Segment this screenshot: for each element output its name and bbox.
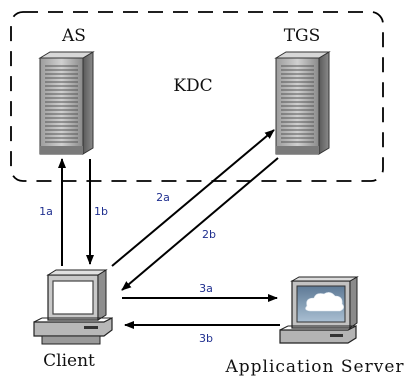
arrow-2b xyxy=(121,157,279,291)
tgs-label: TGS xyxy=(284,26,321,46)
tgs-server-icon xyxy=(274,51,331,155)
client-computer-icon xyxy=(33,269,113,345)
step-label-1a: 1a xyxy=(39,205,53,218)
as-server-icon xyxy=(38,51,95,155)
step-label-3a: 3a xyxy=(199,282,213,295)
step-label-2a: 2a xyxy=(156,191,170,204)
step-label-3b: 3b xyxy=(199,332,213,345)
client-label: Client xyxy=(43,351,95,371)
as-label: AS xyxy=(61,26,86,46)
kdc-boundary xyxy=(10,11,384,182)
step-label-1b: 1b xyxy=(94,205,108,218)
application-server-label: Application Server xyxy=(224,357,404,377)
arrow-2a xyxy=(111,129,275,267)
application-server-icon xyxy=(279,276,359,344)
step-label-2b: 2b xyxy=(202,228,216,241)
kdc-label: KDC xyxy=(173,76,212,96)
